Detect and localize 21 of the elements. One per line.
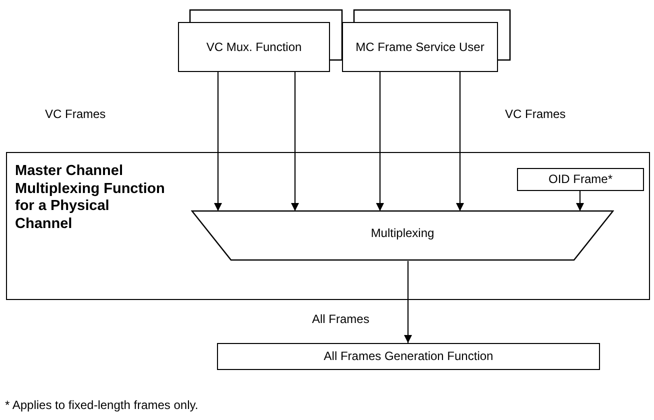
box-label: OID Frame* <box>547 172 614 187</box>
process-box <box>342 22 498 72</box>
flow-label: VC Frames <box>505 107 566 121</box>
group-title: Master Channel Multiplexing Function for a Physical Channel <box>15 163 165 234</box>
box-label: All Frames Generation Function <box>322 349 494 364</box>
box-label: MC Frame Service User <box>354 40 486 54</box>
arrow <box>404 261 412 343</box>
flow-label: VC Frames <box>45 107 106 121</box>
box-label: VC Mux. Function <box>205 40 303 54</box>
group-box <box>6 152 650 300</box>
edge-label: All Frames <box>312 312 370 326</box>
arrow <box>576 191 584 211</box>
process-label: Multiplexing <box>370 226 434 240</box>
process-box <box>178 22 330 72</box>
arrow <box>214 72 222 211</box>
arrow <box>456 72 464 211</box>
arrow <box>376 72 384 211</box>
process-box <box>217 343 600 370</box>
arrow <box>291 72 299 211</box>
footnote: * Applies to fixed-length frames only. <box>5 398 198 412</box>
process-box <box>517 168 644 191</box>
